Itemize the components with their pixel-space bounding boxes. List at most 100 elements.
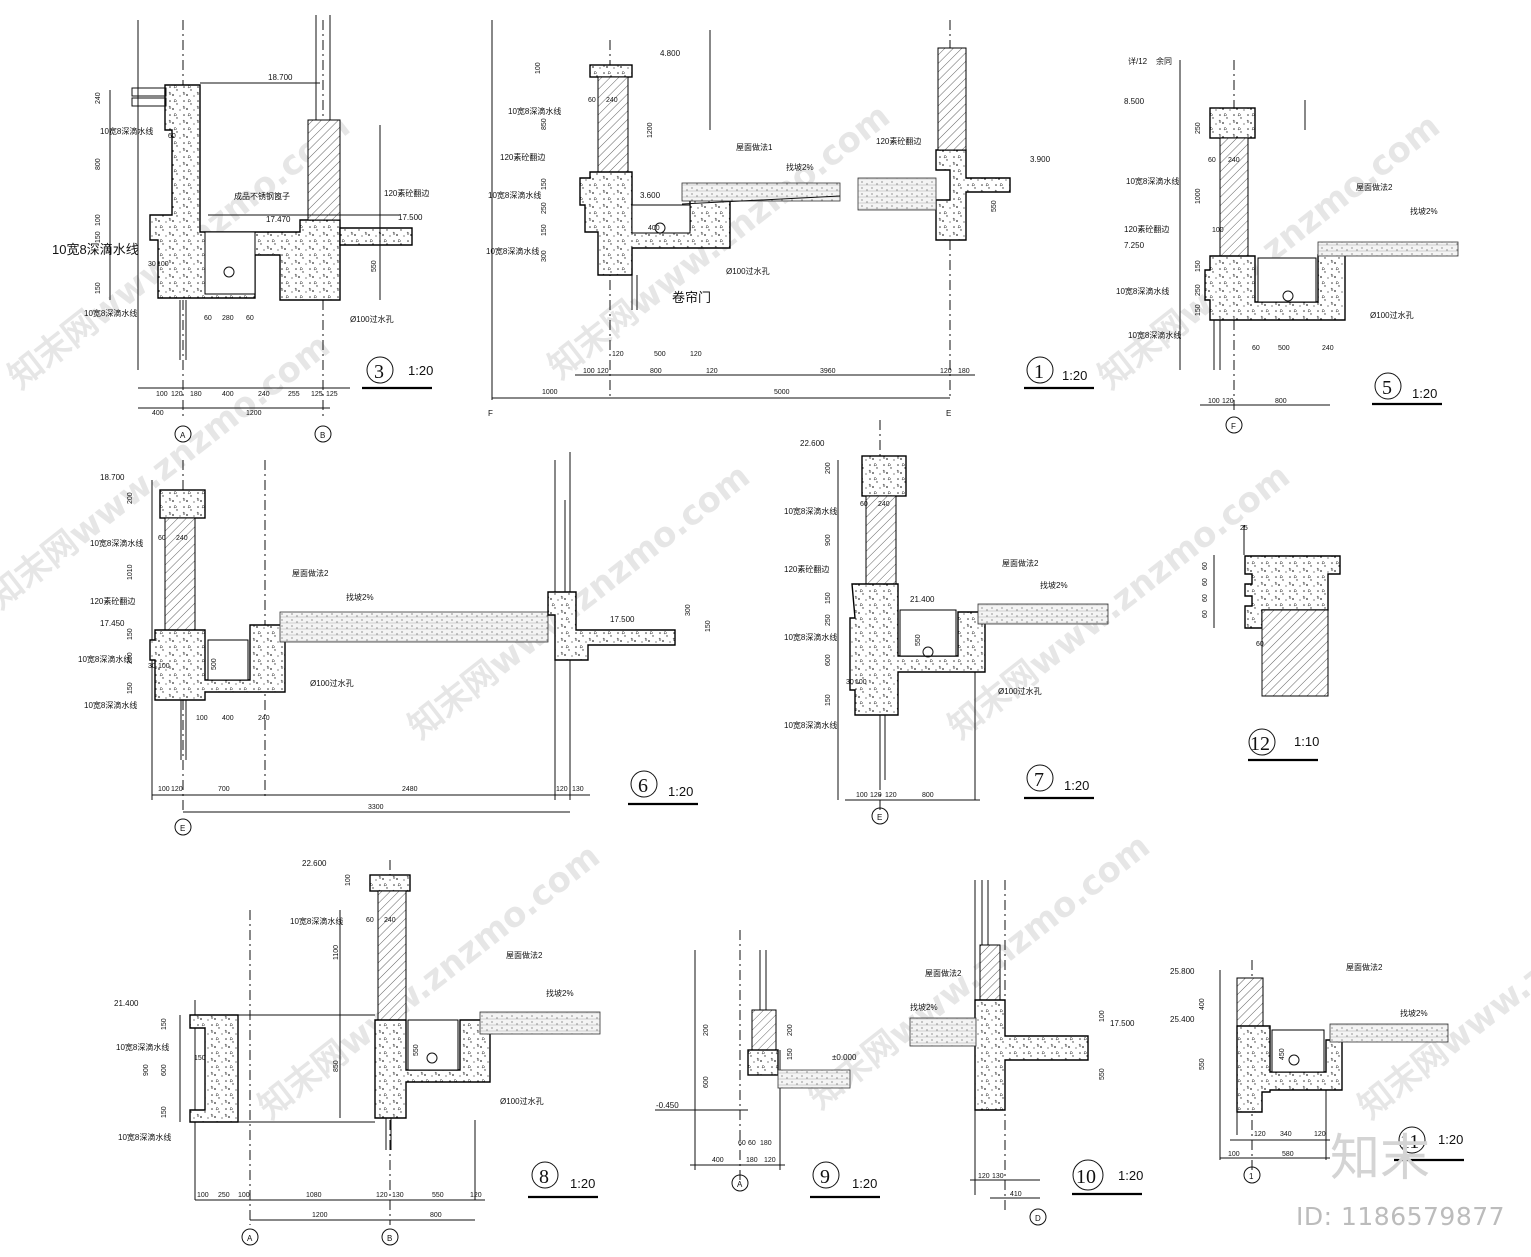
svg-text:800: 800 (650, 368, 662, 375)
watermark-text: 知末网www.znzmo.com (251, 836, 608, 1127)
note-label: 10宽8深滴水线 (290, 916, 343, 926)
axis-label: E (946, 409, 951, 418)
detail-3: 18.700 17.470 17.500 成品不锈钢篦子 120素砼翻边 10宽… (52, 15, 433, 443)
svg-text:800: 800 (1275, 398, 1287, 405)
note-label: 找坡2% (346, 592, 374, 602)
svg-text:120: 120 (376, 1192, 388, 1199)
svg-text:300: 300 (685, 604, 692, 616)
svg-text:200: 200 (787, 1024, 794, 1036)
axis-label: A (737, 1180, 743, 1189)
detail-number: 5 (1382, 377, 1392, 399)
svg-text:2480: 2480 (402, 786, 418, 793)
note-label: 10宽8深滴水线 (118, 1132, 171, 1142)
svg-text:240: 240 (258, 715, 270, 722)
elevation-label: 18.700 (100, 473, 125, 482)
detail-10: 17.500 屋面做法2 找坡2% 100 550 120 130 410 D … (909, 880, 1143, 1226)
svg-text:250: 250 (218, 1192, 230, 1199)
detail-scale: 1:10 (1294, 734, 1319, 749)
dimension-row: 100 120 800 120 3960 120 180 1000 5000 (542, 368, 970, 396)
detail-scale: 1:20 (1412, 386, 1437, 401)
svg-text:500: 500 (1278, 345, 1290, 352)
svg-text:400: 400 (222, 715, 234, 722)
note-label: 找坡2% (786, 162, 814, 172)
svg-text:240: 240 (95, 92, 102, 104)
elevation-label: 25.800 (1170, 967, 1195, 976)
svg-text:30: 30 (148, 663, 156, 670)
note-label: 屋面做法2 (925, 968, 962, 978)
svg-text:100: 100 (196, 715, 208, 722)
dimension-row: 100 120 120 800 (856, 792, 934, 799)
svg-text:120: 120 (706, 368, 718, 375)
note-label: 10宽8深滴水线 (1126, 176, 1179, 186)
svg-text:550: 550 (371, 260, 378, 272)
svg-text:60: 60 (1202, 594, 1209, 602)
svg-text:550: 550 (413, 1044, 420, 1056)
elevation-label: 17.450 (100, 619, 125, 628)
svg-text:800: 800 (95, 158, 102, 170)
svg-text:100: 100 (156, 391, 168, 398)
svg-text:60: 60 (1202, 578, 1209, 586)
note-label: 10宽8深滴水线 (488, 190, 541, 200)
dimension-set: 400 550 450 100 120 340 120 580 (1199, 998, 1326, 1158)
svg-text:410: 410 (1010, 1191, 1022, 1198)
detail-scale: 1:20 (1062, 368, 1087, 383)
svg-text:60: 60 (1202, 562, 1209, 570)
svg-text:1100: 1100 (333, 945, 340, 960)
image-id-label: ID: 1186579877 (1296, 1202, 1506, 1231)
detail-scale: 1:20 (1064, 778, 1089, 793)
svg-text:120: 120 (764, 1157, 776, 1164)
note-label: 找坡2% (910, 1002, 938, 1012)
dimension-set: 240 800 100 150 150 550 60 280 60 30 100… (95, 92, 378, 322)
svg-text:120: 120 (556, 786, 568, 793)
svg-text:400: 400 (648, 225, 660, 232)
note-label: Ø100过水孔 (726, 266, 770, 276)
svg-text:100: 100 (95, 214, 102, 226)
axis-label: F (488, 409, 493, 418)
detail-1: 4.800 3.600 3.900 屋面做法1 找坡2% 120素砼翻边 120… (486, 20, 1094, 418)
detail-8: 22.600 21.400 10宽8深滴水线 10宽8深滴水线 10宽8深滴水线… (114, 859, 601, 1246)
svg-text:150: 150 (161, 1018, 168, 1030)
svg-text:100: 100 (1208, 398, 1220, 405)
elevation-label: 7.250 (1124, 241, 1145, 250)
note-label: Ø100过水孔 (310, 678, 354, 688)
svg-text:150: 150 (95, 231, 102, 243)
svg-text:280: 280 (222, 315, 234, 322)
svg-text:150: 150 (127, 628, 134, 640)
svg-text:550: 550 (1199, 1058, 1206, 1070)
dimension-set: 60 500 240 60 240 250 1000 100 150 250 1… (1195, 122, 1334, 352)
note-label: Ø100过水孔 (998, 686, 1042, 696)
svg-text:60: 60 (738, 1140, 746, 1147)
detail-number: 3 (374, 361, 384, 383)
detail-number: 9 (820, 1166, 830, 1188)
svg-text:3960: 3960 (820, 368, 836, 375)
svg-text:400: 400 (712, 1157, 724, 1164)
axis-label: D (1035, 1214, 1041, 1223)
svg-text:550: 550 (915, 634, 922, 646)
detail-scale: 1:20 (668, 784, 693, 799)
elevation-label: 17.500 (610, 615, 635, 624)
axis-label: E (877, 813, 882, 822)
svg-text:150: 150 (161, 1106, 168, 1118)
dimension-row: 100 120 800 (1208, 398, 1287, 405)
svg-text:60: 60 (588, 97, 596, 104)
svg-text:5000: 5000 (774, 389, 790, 396)
svg-text:120: 120 (1254, 1131, 1266, 1138)
svg-text:900: 900 (825, 534, 832, 546)
watermark-text: 知末网www.znzmo.com (1351, 836, 1531, 1127)
detail-scale: 1:20 (1118, 1168, 1143, 1183)
note-label: 屋面做法1 (736, 142, 773, 152)
dimension-set: 100 550 120 130 410 (978, 1010, 1106, 1198)
svg-text:200: 200 (825, 462, 832, 474)
dimension-set: 100 400 240 60 240 500 30 100 200 1010 1… (127, 492, 712, 722)
svg-text:150: 150 (541, 224, 548, 236)
dimension-row: 100 250 100 1080 120 130 550 120 1200 80… (197, 1192, 482, 1219)
watermark-text: 知末网www.znzmo.com (401, 456, 758, 747)
svg-text:150: 150 (95, 282, 102, 294)
svg-text:100: 100 (197, 1192, 209, 1199)
svg-text:125: 125 (311, 391, 323, 398)
note-label: 找坡2% (1410, 206, 1438, 216)
axis-label: A (247, 1234, 253, 1243)
svg-text:250: 250 (1195, 122, 1202, 134)
svg-text:100: 100 (583, 368, 595, 375)
